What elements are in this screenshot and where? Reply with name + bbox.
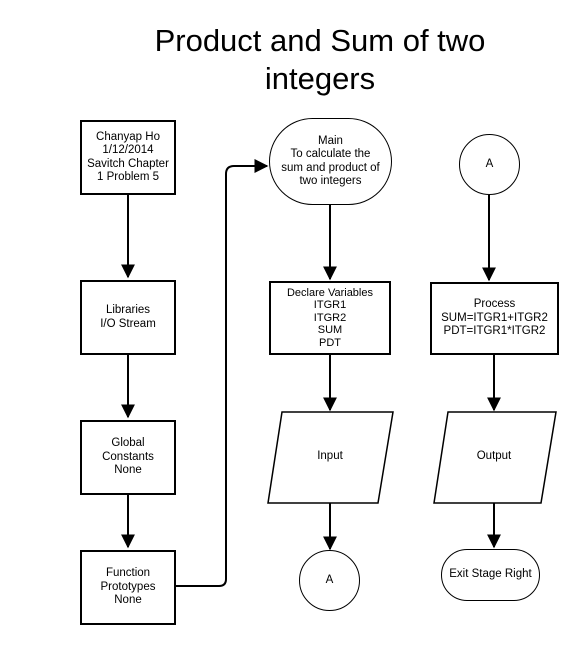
declare-line-1: Declare Variables bbox=[286, 286, 373, 299]
libraries-box: Libraries I/O Stream bbox=[80, 280, 176, 355]
function-prototypes-box: Function Prototypes None bbox=[80, 550, 176, 625]
arrow-prototypes-to-main bbox=[176, 159, 269, 587]
main-terminal: Main To calculate the sum and product of… bbox=[269, 118, 392, 205]
main-line-4: two integers bbox=[299, 175, 362, 187]
process-box: Process SUM=ITGR1+ITGR2 PDT=ITGR1*ITGR2 bbox=[430, 282, 559, 355]
exit-text: Exit Stage Right bbox=[449, 568, 532, 581]
globals-line-3: None bbox=[114, 464, 142, 477]
main-line-3: sum and product of bbox=[281, 161, 380, 174]
connector-a-in: A bbox=[459, 134, 520, 195]
declare-line-4: SUM bbox=[317, 324, 343, 337]
global-constants-box: Global Constants None bbox=[80, 420, 176, 495]
process-line-2: SUM=ITGR1+ITGR2 bbox=[441, 311, 548, 324]
libraries-line-1: Libraries bbox=[105, 304, 151, 316]
libraries-line-2: I/O Stream bbox=[100, 317, 156, 330]
output-text: Output bbox=[476, 450, 512, 463]
main-line-2: To calculate the bbox=[290, 148, 371, 160]
process-line-1: Process bbox=[473, 298, 516, 311]
globals-line-1: Global bbox=[111, 437, 145, 450]
input-text: Input bbox=[317, 450, 343, 463]
author-line-2: 1/12/2014 bbox=[102, 144, 154, 156]
declare-line-2: ITGR1 bbox=[313, 299, 347, 312]
connector-a-out-label: A bbox=[325, 573, 334, 586]
author-line-3: Savitch Chapter bbox=[87, 157, 169, 170]
declare-variables-box: Declare Variables ITGR1 ITGR2 SUM PDT bbox=[269, 281, 391, 355]
diagram-title: Product and Sum of two integers bbox=[100, 22, 540, 98]
globals-line-2: Constants bbox=[102, 450, 154, 463]
author-line-1: Chanyap Ho bbox=[96, 130, 160, 143]
title-line-2: integers bbox=[264, 61, 376, 96]
connector-a-out: A bbox=[299, 550, 360, 611]
output-shape bbox=[433, 411, 557, 504]
prototypes-line-1: Function bbox=[105, 567, 151, 580]
declare-line-5: PDT bbox=[319, 336, 341, 349]
title-line-1: Product and Sum of two bbox=[154, 23, 486, 58]
main-line-1: Main bbox=[318, 134, 343, 147]
output-label: Output bbox=[446, 440, 542, 474]
input-shape bbox=[267, 411, 394, 504]
process-line-3: PDT=ITGR1*ITGR2 bbox=[443, 325, 546, 338]
connector-a-in-label: A bbox=[485, 157, 494, 170]
author-line-4: 1 Problem 5 bbox=[96, 171, 159, 183]
declare-line-3: ITGR2 bbox=[313, 311, 347, 324]
prototypes-line-2: Prototypes bbox=[100, 580, 156, 593]
exit-terminal: Exit Stage Right bbox=[441, 549, 540, 601]
input-label: Input bbox=[282, 440, 378, 474]
prototypes-line-3: None bbox=[114, 594, 142, 607]
author-info-box: Chanyap Ho 1/12/2014 Savitch Chapter 1 P… bbox=[80, 120, 176, 195]
